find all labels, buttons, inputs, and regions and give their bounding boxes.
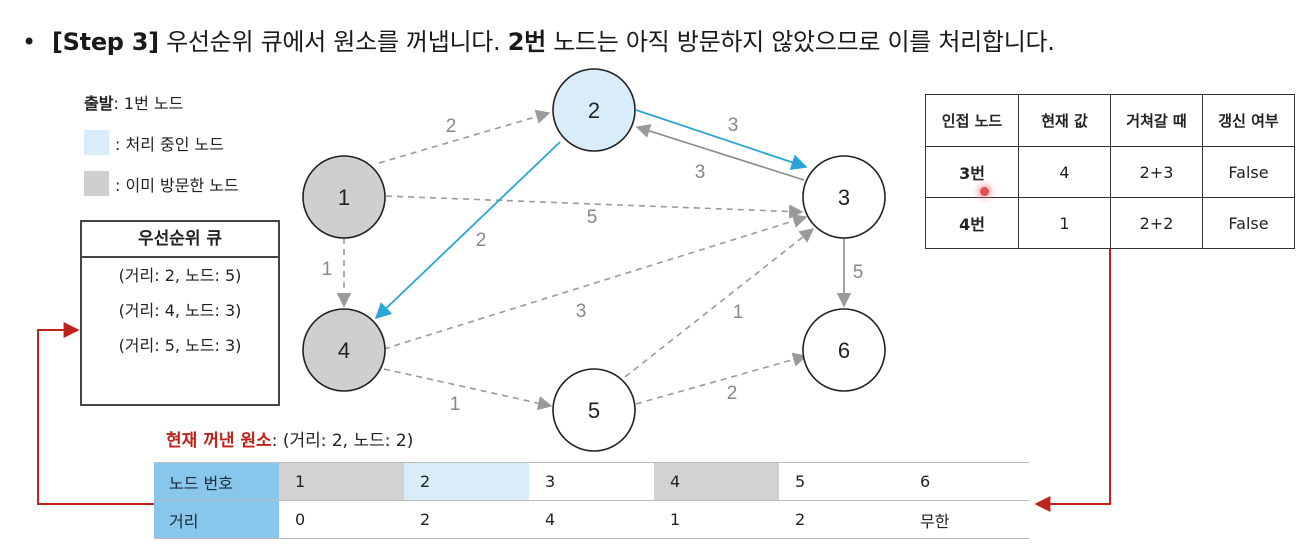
node-4 [302, 308, 386, 392]
edge-1-2 [378, 109, 551, 164]
info-table-row: 3번 4 2+3 False [925, 146, 1295, 198]
edge-1-3 [385, 195, 804, 219]
info-table-header-row: 인접 노드 현재 값 거쳐갈 때 갱신 여부 [925, 94, 1295, 147]
title-text-1: 우선순위 큐에서 원소를 꺼냅니다. [158, 28, 508, 56]
info-cell: 4 [1018, 146, 1111, 198]
node-number-cell: 5 [779, 462, 904, 501]
node-1 [302, 155, 386, 239]
edge-2-4 [374, 141, 561, 320]
legend-processing-label: : 처리 중인 노드 [115, 134, 224, 154]
info-table-row: 4번 1 2+2 False [925, 197, 1295, 249]
weight-3-2: 3 [695, 162, 706, 183]
visited-swatch [84, 171, 109, 196]
node-3-label: 3 [838, 185, 850, 210]
node-number-header: 노드 번호 [154, 462, 279, 501]
info-cell: 3번 [925, 146, 1019, 198]
bullet: • [22, 28, 36, 56]
node-2-label: 2 [588, 98, 600, 123]
node-6 [802, 308, 886, 392]
distance-cell: 0 [279, 500, 404, 539]
node-number-cell: 4 [654, 462, 779, 501]
weight-1-2: 2 [446, 116, 457, 137]
weight-4-3: 3 [576, 301, 587, 322]
distance-header: 거리 [154, 500, 279, 539]
edge-4-3 [383, 213, 808, 350]
weight-4-5: 1 [450, 394, 461, 415]
node-4-label: 4 [338, 338, 350, 363]
node-number-cell: 3 [529, 462, 654, 501]
legend-processing: : 처리 중인 노드 [84, 130, 224, 155]
info-cell: 2+3 [1110, 146, 1203, 198]
distance-cell: 4 [529, 500, 654, 539]
priority-queue-box: 우선순위 큐 (거리: 2, 노드: 5) (거리: 4, 노드: 3) (거리… [80, 220, 280, 406]
legend-start-value: : 1번 노드 [113, 94, 184, 113]
distance-table-node-row: 노드 번호 1 2 3 4 5 6 [154, 462, 1029, 501]
priority-queue-title: 우선순위 큐 [82, 222, 278, 258]
info-cell: 1 [1018, 197, 1111, 249]
weight-3-6: 5 [853, 262, 864, 283]
info-header-update: 갱신 여부 [1202, 94, 1295, 147]
distance-cell: 2 [779, 500, 904, 539]
edge-5-3 [624, 228, 815, 378]
weight-5-6: 2 [727, 383, 738, 404]
node-number-cell: 1 [279, 462, 404, 501]
edge-2-3 [635, 109, 808, 171]
distance-cell: 무한 [904, 500, 1029, 539]
info-header-adjacent: 인접 노드 [925, 94, 1019, 147]
info-cell: 4번 [925, 197, 1019, 249]
current-element: 현재 꺼낸 원소: (거리: 2, 노드: 2) [166, 426, 413, 451]
weight-2-4: 2 [476, 230, 487, 251]
distance-cell: 1 [654, 500, 779, 539]
info-cell: 2+2 [1110, 197, 1203, 249]
step-label: [Step 3] [52, 28, 159, 56]
legend-visited-label: : 이미 방문한 노드 [115, 175, 239, 195]
node-6-label: 6 [838, 338, 850, 363]
weight-5-3: 1 [733, 302, 744, 323]
distance-table: 노드 번호 1 2 3 4 5 6 거리 0 2 4 1 2 무한 [154, 462, 1029, 539]
step-title: • [Step 3] 우선순위 큐에서 원소를 꺼냅니다. 2번 노드는 아직 방… [22, 22, 1055, 57]
distance-cell: 2 [404, 500, 529, 539]
processing-swatch [84, 130, 109, 155]
info-cell: False [1202, 146, 1295, 198]
edge-5-6 [635, 352, 808, 405]
queue-item: (거리: 4, 노드: 3) [118, 301, 242, 320]
node-number-cell: 6 [904, 462, 1029, 501]
legend-start-label: 출발 [84, 94, 114, 113]
adjacent-info-table: 인접 노드 현재 값 거쳐갈 때 갱신 여부 3번 4 2+3 False 4번… [925, 94, 1295, 249]
weight-1-4: 1 [322, 259, 333, 280]
weight-1-3: 5 [587, 207, 598, 228]
weight-2-3: 3 [728, 115, 739, 136]
edge-3-2 [635, 124, 805, 181]
current-element-value: : (거리: 2, 노드: 2) [271, 431, 414, 451]
info-header-via: 거쳐갈 때 [1110, 94, 1203, 147]
node-5 [552, 368, 636, 452]
node-number-cell: 2 [404, 462, 529, 501]
update-arrow [1034, 248, 1111, 512]
info-header-current: 현재 값 [1018, 94, 1111, 147]
current-element-label: 현재 꺼낸 원소 [166, 431, 272, 451]
info-cell: False [1202, 197, 1295, 249]
title-text-2: 노드는 아직 방문하지 않았으므로 이를 처리합니다. [545, 28, 1055, 56]
node-3 [802, 155, 886, 239]
node-1-label: 1 [338, 185, 350, 210]
node-5-label: 5 [588, 398, 600, 423]
queue-item: (거리: 5, 노드: 3) [118, 336, 242, 355]
node-2 [552, 68, 636, 152]
queue-item: (거리: 2, 노드: 5) [118, 266, 242, 285]
title-node: 2번 [507, 28, 546, 56]
legend-start: 출발: 1번 노드 [84, 90, 183, 114]
edge-4-5 [383, 368, 553, 411]
queue-feedback-arrow [37, 322, 154, 505]
distance-table-distance-row: 거리 0 2 4 1 2 무한 [154, 500, 1029, 539]
cursor-pointer [980, 187, 989, 196]
legend-visited: : 이미 방문한 노드 [84, 171, 239, 196]
